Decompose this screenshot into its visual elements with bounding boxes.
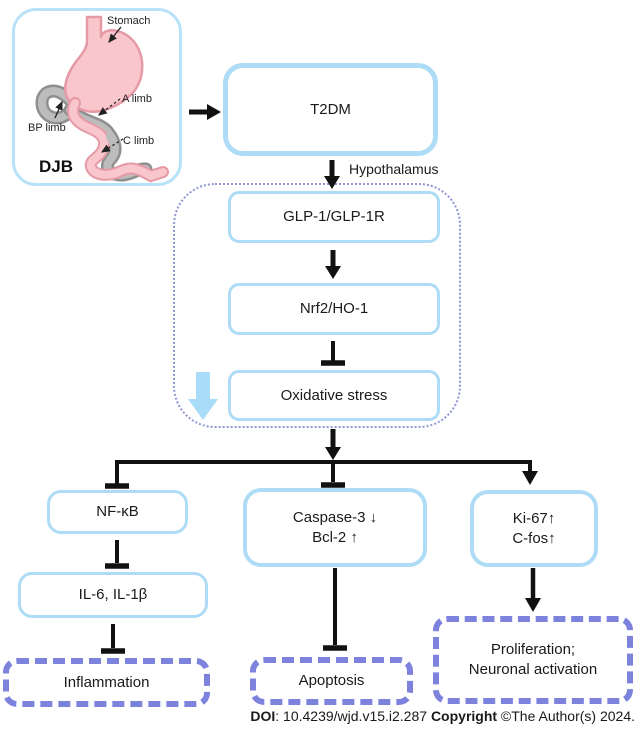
bp-limb-pointer-arrow xyxy=(54,100,63,119)
c-limb-label: C limb xyxy=(123,135,154,147)
outcome-proliferation-line2: Neuronal activation xyxy=(468,661,598,678)
outcome-proliferation-line1: Proliferation; xyxy=(490,641,576,658)
node-caspase-line1: Caspase-3 ↓ xyxy=(292,508,378,526)
node-t2dm-label: T2DM xyxy=(310,100,351,118)
node-oxidative-stress-label: Oxidative stress xyxy=(280,386,388,404)
node-nrf2: Nrf2/HO-1 xyxy=(228,283,440,335)
bp-limb-label: BP limb xyxy=(28,122,66,134)
node-glp1: GLP-1/GLP-1R xyxy=(228,191,440,243)
doi-copyright-line: DOI: 10.4239/wjd.v15.i2.287 Copyright ©T… xyxy=(250,708,635,724)
node-t2dm: T2DM xyxy=(223,63,438,156)
a-limb-label: A limb xyxy=(122,93,152,105)
tbar-nfkb-to-il xyxy=(105,540,129,569)
outcome-inflammation-label: Inflammation xyxy=(63,673,150,691)
tbar-nrf2-to-oxidative xyxy=(321,341,345,366)
node-glp1-label: GLP-1/GLP-1R xyxy=(283,208,385,225)
node-nfkb: NF-κB xyxy=(47,490,188,534)
alimentary-limb-tube xyxy=(67,97,169,183)
outcome-apoptosis: Apoptosis xyxy=(250,657,413,705)
decrease-block-arrow xyxy=(188,372,218,420)
node-nrf2-label: Nrf2/HO-1 xyxy=(299,300,369,317)
annotation-arrows xyxy=(54,26,124,153)
node-oxidative-stress: Oxidative stress xyxy=(228,370,440,421)
hypothalamus-dotted-container xyxy=(173,183,461,428)
outcome-inflammation: Inflammation xyxy=(3,658,210,707)
node-ki67-line1: Ki-67↑ xyxy=(512,509,556,527)
node-ki67: Ki-67↑ C-fos↑ xyxy=(470,490,598,567)
arrow-glp-to-nrf2 xyxy=(325,250,341,279)
stomach-pointer-arrow xyxy=(108,26,122,44)
a-limb-pointer-arrow xyxy=(97,98,121,116)
arrow-dotted-to-branch xyxy=(325,429,341,460)
node-caspase: Caspase-3 ↓ Bcl-2 ↑ xyxy=(243,488,427,567)
arrow-djb-to-t2dm xyxy=(189,104,221,120)
node-interleukins: IL-6, IL-1β xyxy=(18,572,208,618)
djb-title: DJB xyxy=(39,157,73,176)
outcome-apoptosis-label: Apoptosis xyxy=(298,672,365,689)
copyright-value: ©The Author(s) 2024. xyxy=(497,708,635,724)
arrow-t2dm-to-glp xyxy=(324,160,340,189)
c-limb-pointer-arrow xyxy=(100,138,124,153)
tbar-il-to-inflammation xyxy=(101,624,125,654)
copyright-label: Copyright xyxy=(430,708,498,724)
node-interleukins-label: IL-6, IL-1β xyxy=(78,586,148,603)
node-ki67-line2: C-fos↑ xyxy=(512,529,556,547)
intestine-gray-cross xyxy=(106,133,119,164)
branch-line xyxy=(105,460,538,489)
djb-anatomy-drawing: Stomach A limb BP limb C limb DJB xyxy=(28,15,169,183)
node-nfkb-label: NF-κB xyxy=(96,503,139,520)
stomach-label: Stomach xyxy=(107,15,150,27)
outcome-proliferation: Proliferation; Neuronal activation xyxy=(433,616,633,704)
djb-illustration-panel: Stomach A limb BP limb C limb DJB xyxy=(12,8,182,186)
doi-label: DOI xyxy=(250,708,276,724)
hypothalamus-label: Hypothalamus xyxy=(349,161,439,177)
doi-value: : 10.4239/wjd.v15.i2.287 xyxy=(275,708,431,724)
arrow-ki67-to-proliferation xyxy=(525,568,541,612)
tbar-caspase-to-apoptosis xyxy=(323,568,347,651)
node-caspase-line2: Bcl-2 ↑ xyxy=(312,528,358,546)
